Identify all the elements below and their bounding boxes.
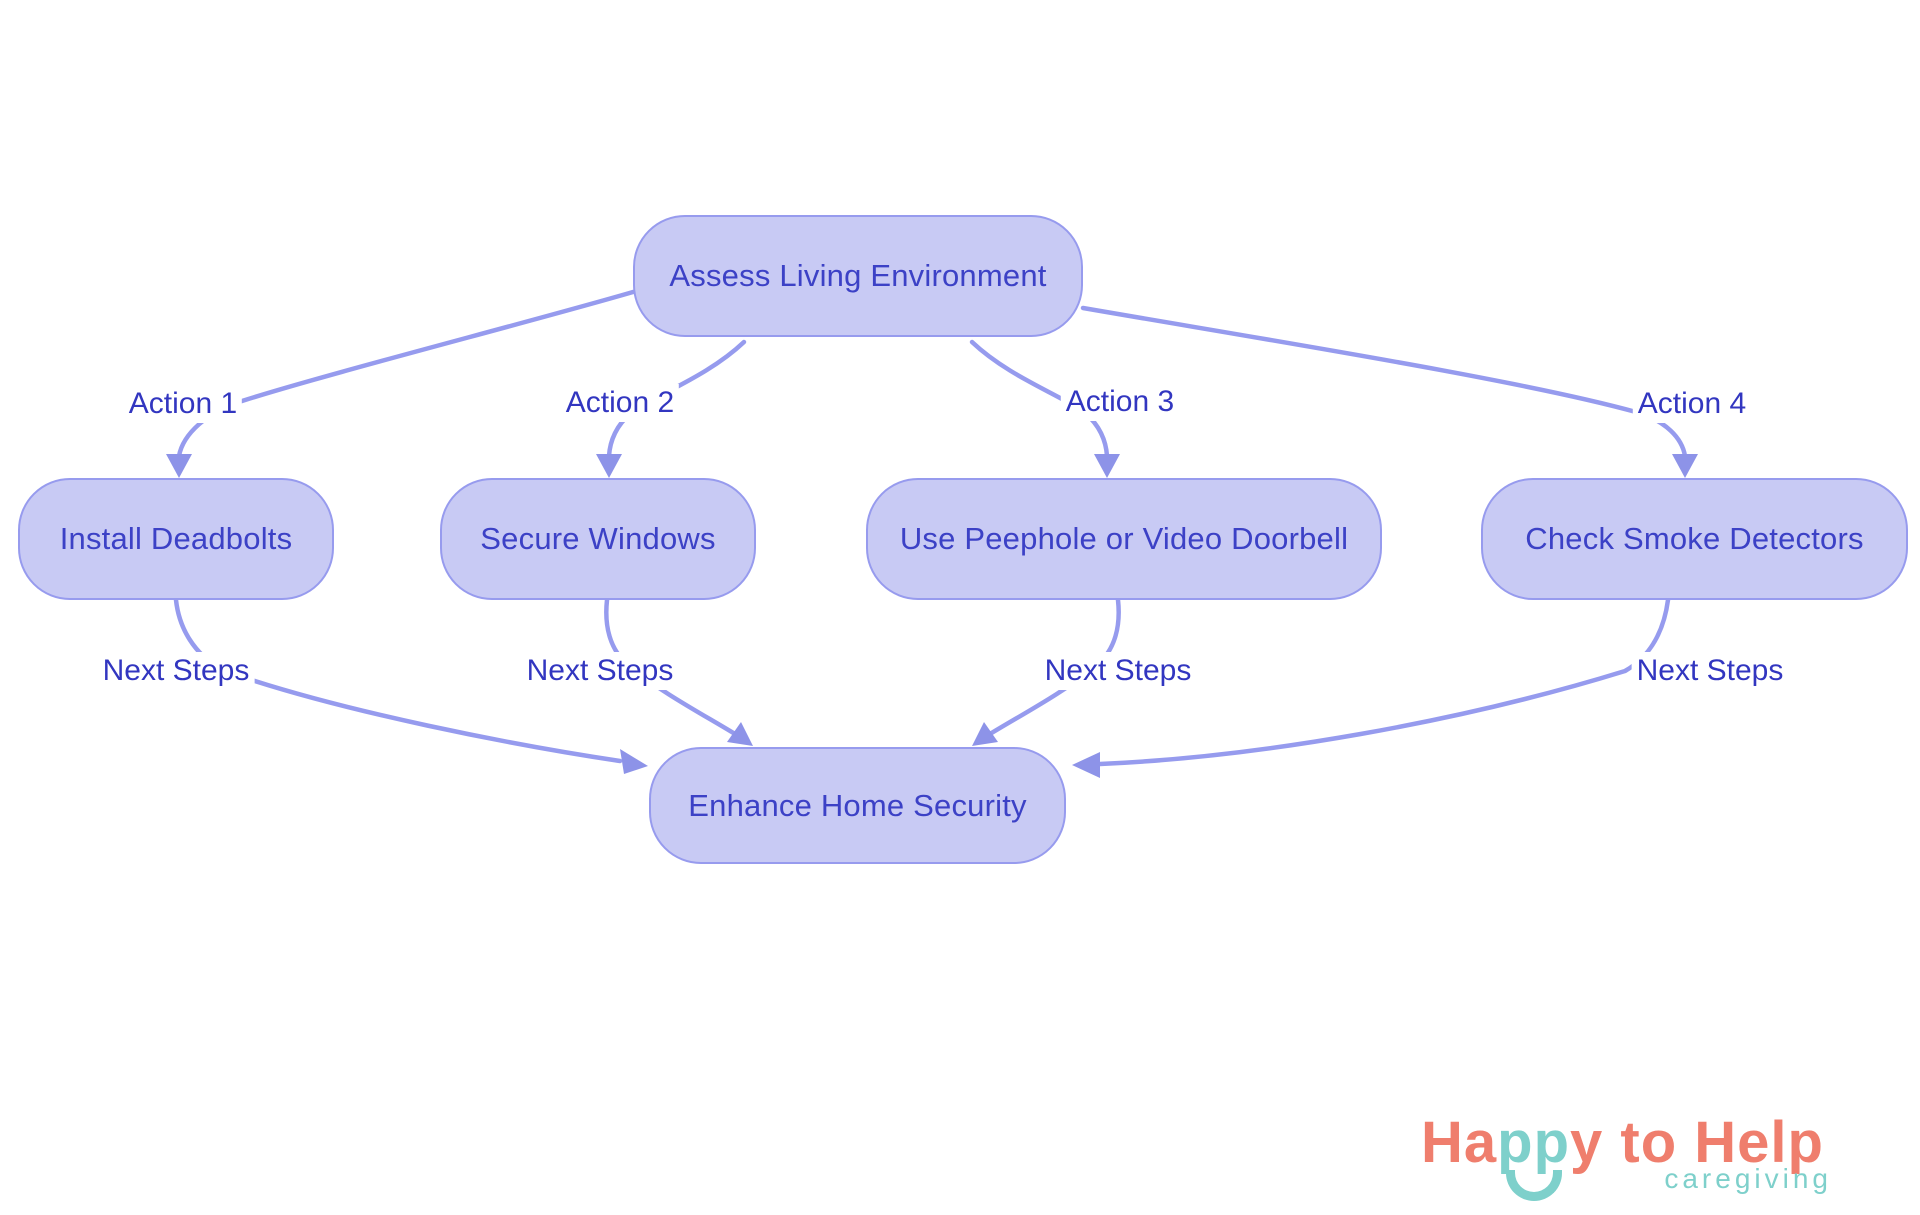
edge-assess-to-smoke: [1080, 305, 1688, 459]
edge-smoke-to-enhance: [1097, 597, 1671, 767]
node-check-smoke-detectors: Check Smoke Detectors: [1481, 478, 1908, 600]
logo-text-ha: Ha: [1421, 1110, 1498, 1175]
node-enhance-home-security: Enhance Home Security: [649, 747, 1066, 864]
logo-smile-icon: [1505, 1170, 1562, 1201]
arrowhead-windows: [596, 454, 622, 478]
edge-label-next-steps-3: Next Steps: [1039, 652, 1197, 690]
arrowhead-deadbolts: [166, 454, 192, 478]
logo-pp-wrap: pp: [1497, 1114, 1570, 1201]
logo-text-pp: pp: [1497, 1110, 1571, 1175]
arrowhead-enhance-topleft: [727, 722, 753, 746]
logo-text-y-to-help: y to Help: [1570, 1110, 1824, 1175]
arrowhead-enhance-right: [1072, 752, 1100, 778]
node-assess-living-environment: Assess Living Environment: [633, 215, 1083, 337]
logo-tagline: caregiving: [1664, 1163, 1832, 1194]
edge-assess-to-deadbolts: [176, 289, 636, 459]
edge-label-action-3: Action 3: [1060, 383, 1180, 421]
edge-label-next-steps-2: Next Steps: [521, 652, 679, 690]
node-secure-windows: Secure Windows: [440, 478, 756, 600]
edge-label-next-steps-1: Next Steps: [97, 652, 255, 690]
edge-label-action-2: Action 2: [560, 384, 680, 422]
edge-label-action-1: Action 1: [123, 385, 243, 423]
edge-label-action-4: Action 4: [1632, 385, 1752, 423]
edge-deadbolts-to-enhance: [173, 597, 623, 764]
arrowhead-enhance-left: [620, 749, 648, 774]
node-install-deadbolts: Install Deadbolts: [18, 478, 334, 600]
edge-label-next-steps-4: Next Steps: [1631, 652, 1789, 690]
arrowhead-enhance-topright: [972, 722, 998, 746]
arrowhead-peephole: [1094, 454, 1120, 478]
node-use-peephole-or-video-doorbell: Use Peephole or Video Doorbell: [866, 478, 1382, 600]
arrowhead-smoke: [1672, 454, 1698, 478]
